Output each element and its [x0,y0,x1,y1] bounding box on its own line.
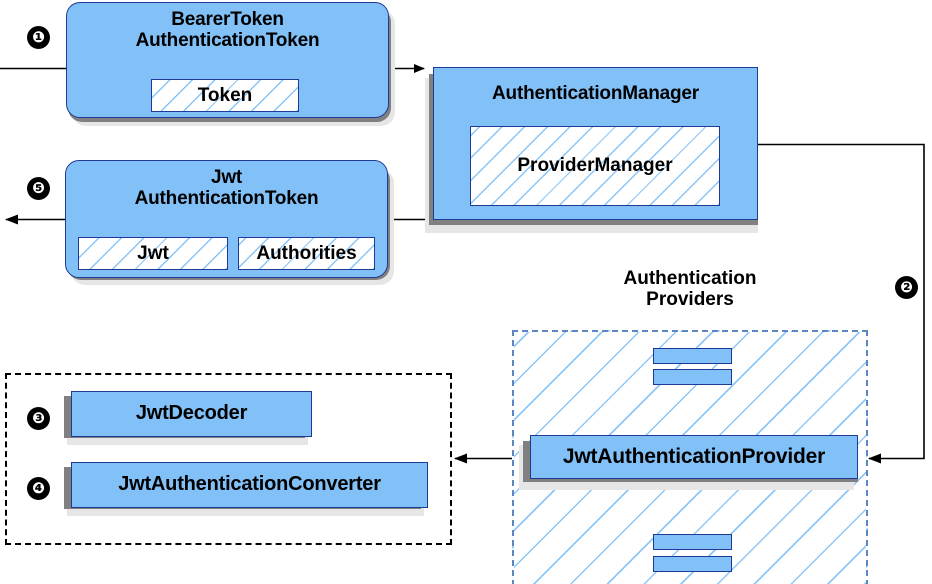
jwt-authentication-converter-node[interactable]: JwtAuthenticationConverter [71,462,428,508]
bearer-token-title-line2: AuthenticationToken [135,29,320,51]
jwt-authentication-provider-title: JwtAuthenticationProvider [562,444,826,468]
bearer-token-title-line1: BearerToken [171,9,284,30]
step-badge-5: ❺ [27,177,50,200]
step-badge-1: ❶ [27,26,50,49]
jwt-token-inner-authorities-box: Authorities [238,237,375,270]
jwt-authentication-converter-title: JwtAuthenticationConverter [118,473,381,496]
jwt-support-components-region [5,373,452,545]
jwt-token-title-line2: AuthenticationToken [134,187,319,209]
authentication-providers-label-line2: Providers [646,289,734,311]
provider-manager-box: ProviderManager [470,126,720,206]
jwt-decoder-node[interactable]: JwtDecoder [71,391,312,437]
jwt-authentication-provider-node[interactable]: JwtAuthenticationProvider [530,435,858,479]
provider-stack-bar-top-2 [653,369,732,385]
jwt-token-title-line1: Jwt [210,167,243,188]
authentication-providers-label: Authentication Providers [570,268,810,311]
provider-stack-bar-bottom-1 [653,534,732,550]
step-badge-2: ❷ [895,276,918,299]
jwt-decoder-title: JwtDecoder [135,402,248,425]
step-badge-4: ❹ [27,477,50,500]
authentication-manager-title: AuthenticationManager [492,83,699,104]
authentication-providers-label-line1: Authentication [623,268,757,289]
provider-stack-bar-top-1 [653,348,732,364]
jwt-token-inner-jwt-box: Jwt [78,237,228,270]
step-badge-3: ❸ [27,407,50,430]
provider-stack-bar-bottom-2 [653,556,732,572]
bearer-token-inner-token-box: Token [151,79,299,112]
